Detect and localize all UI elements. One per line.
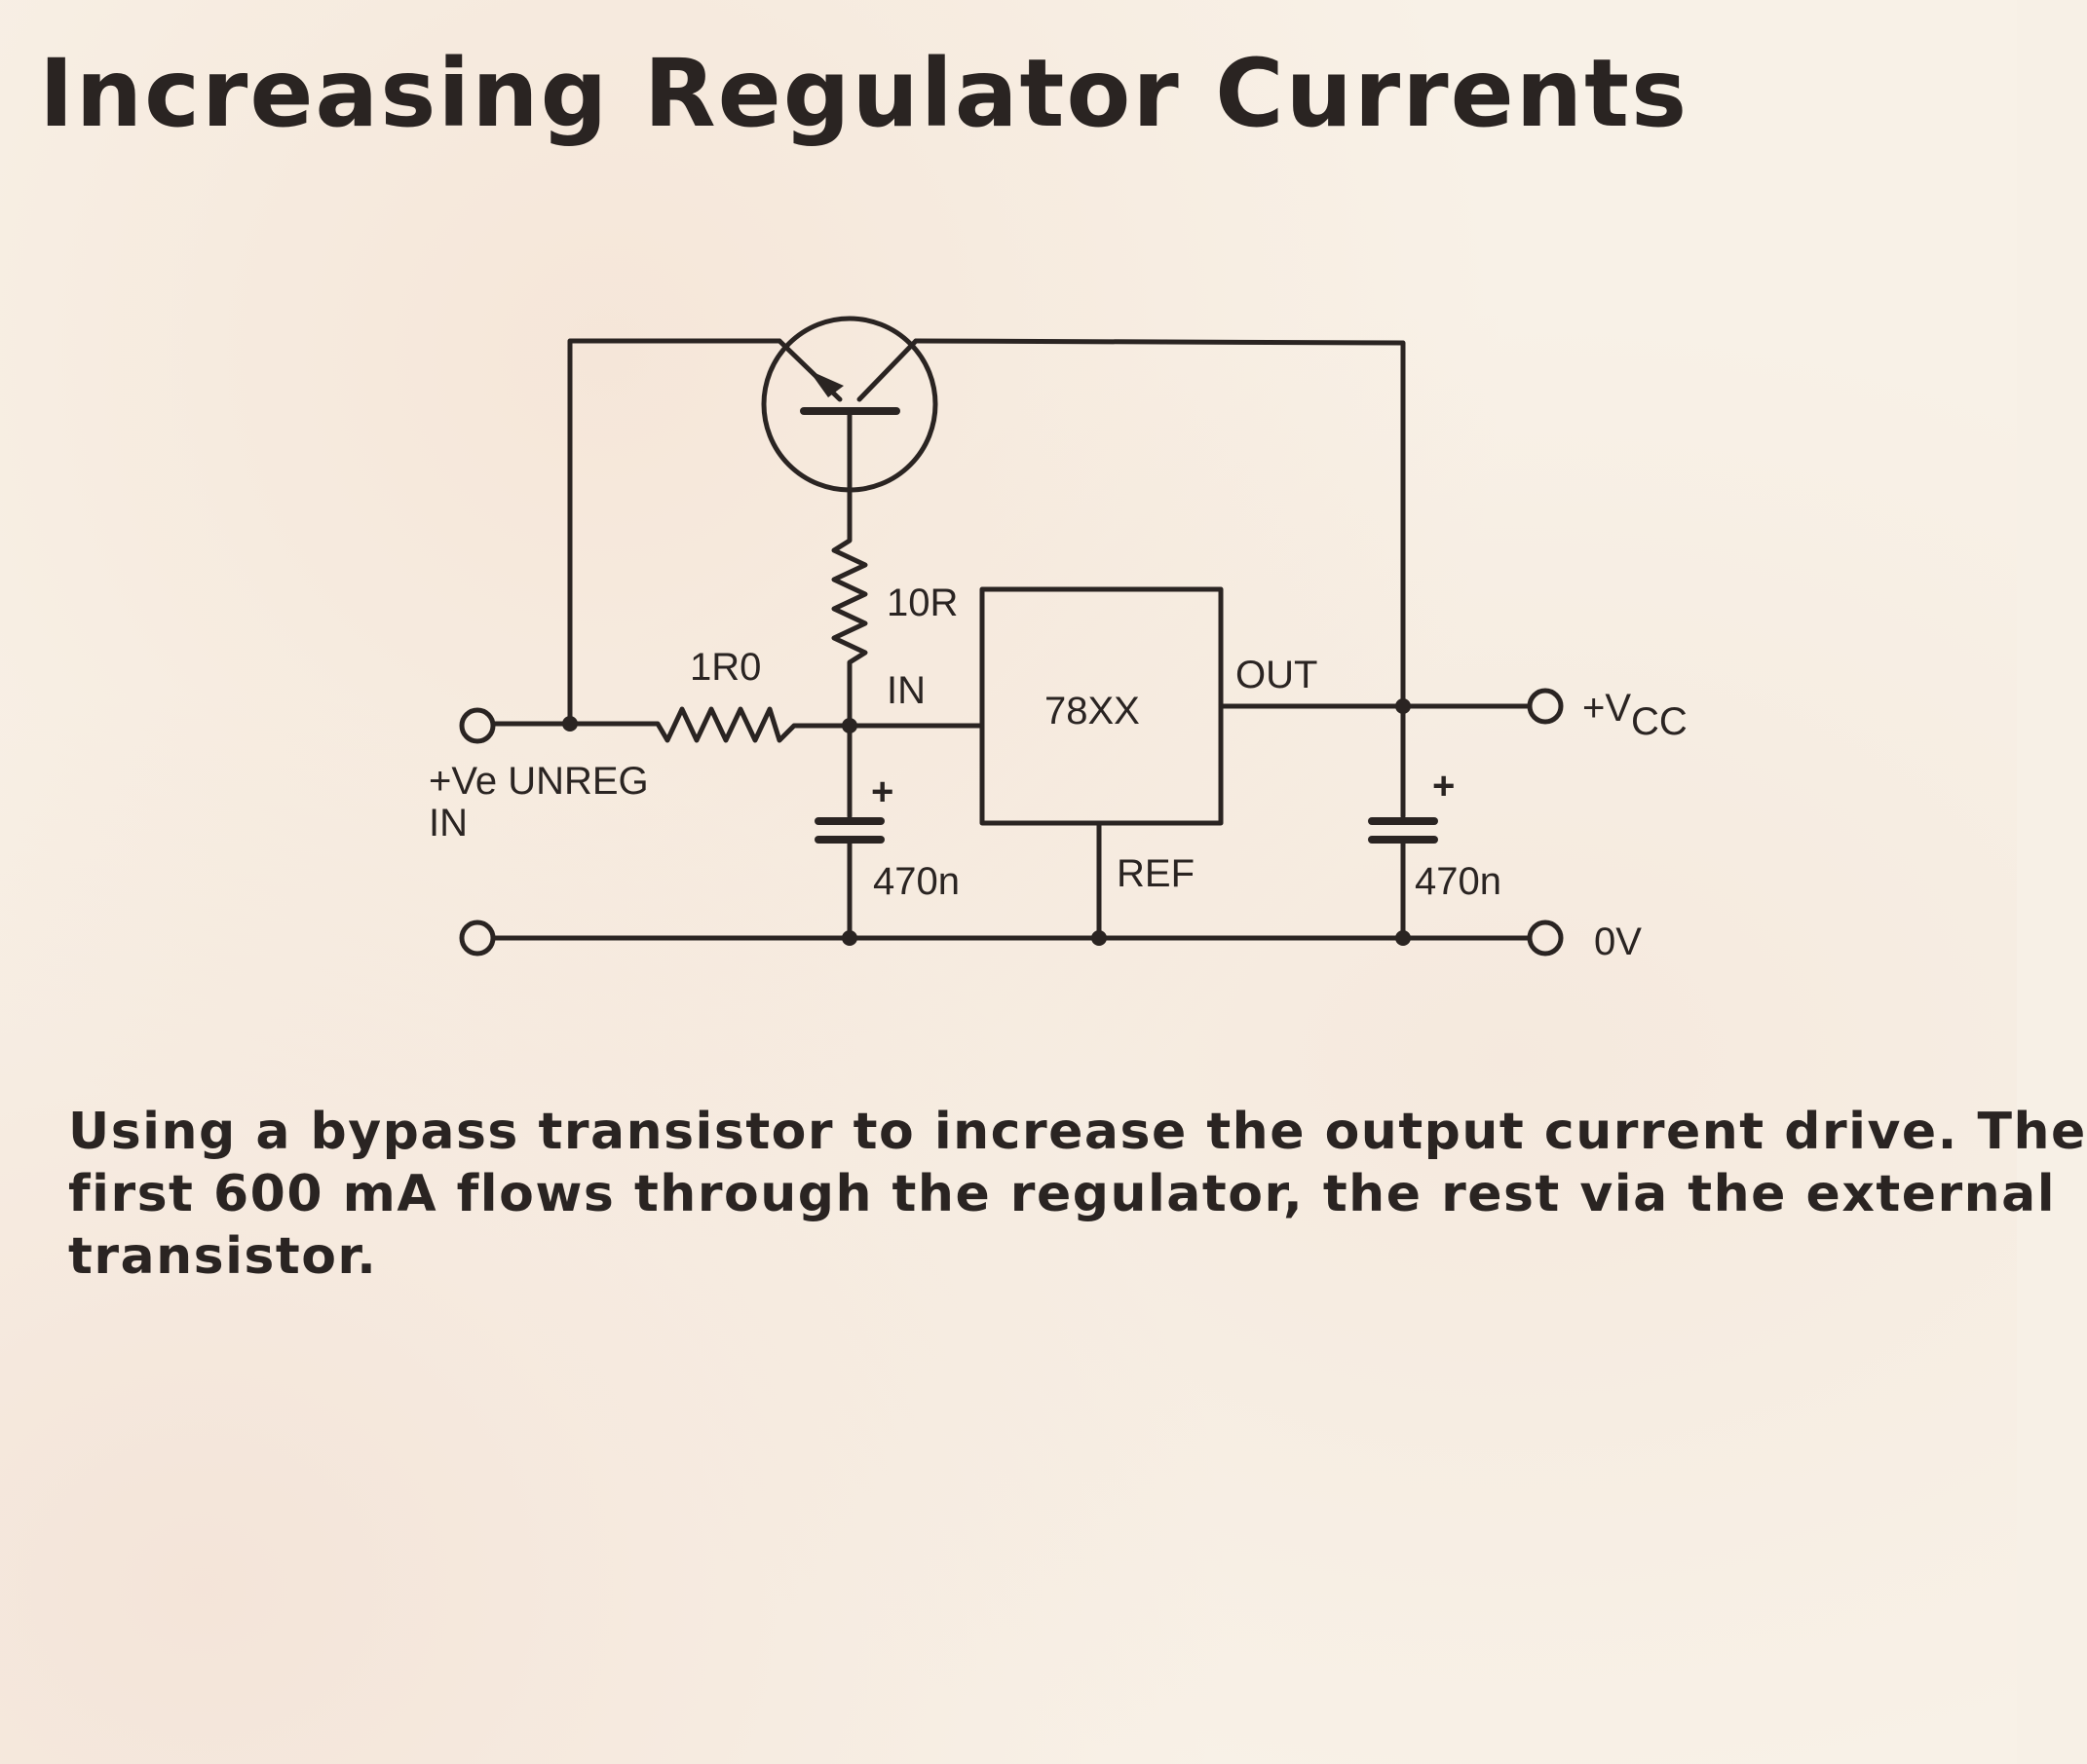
label-input-line2: IN: [429, 802, 468, 844]
label-vcc-sub: CC: [1631, 700, 1688, 743]
label-cap-in-plus: +: [871, 770, 893, 813]
label-cap-out-value: 470n: [1415, 860, 1501, 903]
label-reg-ref: REF: [1117, 852, 1195, 895]
label-reg-out: OUT: [1235, 654, 1317, 696]
resistor-10r: [831, 523, 868, 729]
ground-terminal-left: [459, 920, 496, 957]
wire-top-right: [913, 338, 1406, 709]
caption: Using a bypass transistor to increase th…: [68, 1101, 2087, 1288]
caption-line-1: Using a bypass transistor to increase th…: [68, 1103, 2087, 1161]
resistor-1r0: [640, 706, 853, 743]
transistor-emitter-arrow: [809, 370, 844, 397]
junction-ground-cout: [1395, 930, 1411, 946]
label-vcc-prefix: +V: [1582, 687, 1631, 730]
paper-background: [0, 0, 2017, 1764]
label-cap-in-value: 470n: [873, 860, 960, 903]
label-r-series: 1R0: [690, 646, 761, 689]
junction-ground-cin: [842, 930, 857, 946]
label-ground: 0V: [1594, 920, 1642, 963]
junction-out-node: [1395, 698, 1411, 714]
vcc-terminal: [1527, 688, 1564, 725]
page-title: Increasing Regulator Currents: [39, 39, 1689, 148]
label-reg-in: IN: [887, 669, 926, 712]
junction-ground-ref: [1091, 930, 1107, 946]
transistor-collector-lead: [856, 338, 919, 402]
label-vcc: +VCC: [1582, 687, 1688, 743]
junction-base-node: [842, 718, 857, 733]
caption-line-3: transistor.: [68, 1227, 378, 1286]
ground-terminal-right: [1527, 920, 1564, 957]
input-terminal: [459, 707, 496, 744]
circuit-schematic: 1R0 10R IN 78XX OUT REF + 470n + 470n +V…: [429, 316, 1688, 963]
wire-top-left: [567, 338, 782, 724]
label-input-line1: +Ve UNREG: [429, 760, 649, 803]
label-r-base: 10R: [887, 582, 958, 624]
caption-line-2: first 600 mA flows through the regulator…: [68, 1165, 2057, 1223]
junction-input-node: [562, 716, 578, 732]
label-cap-out-plus: +: [1432, 765, 1455, 807]
label-reg-name: 78XX: [1044, 690, 1140, 732]
